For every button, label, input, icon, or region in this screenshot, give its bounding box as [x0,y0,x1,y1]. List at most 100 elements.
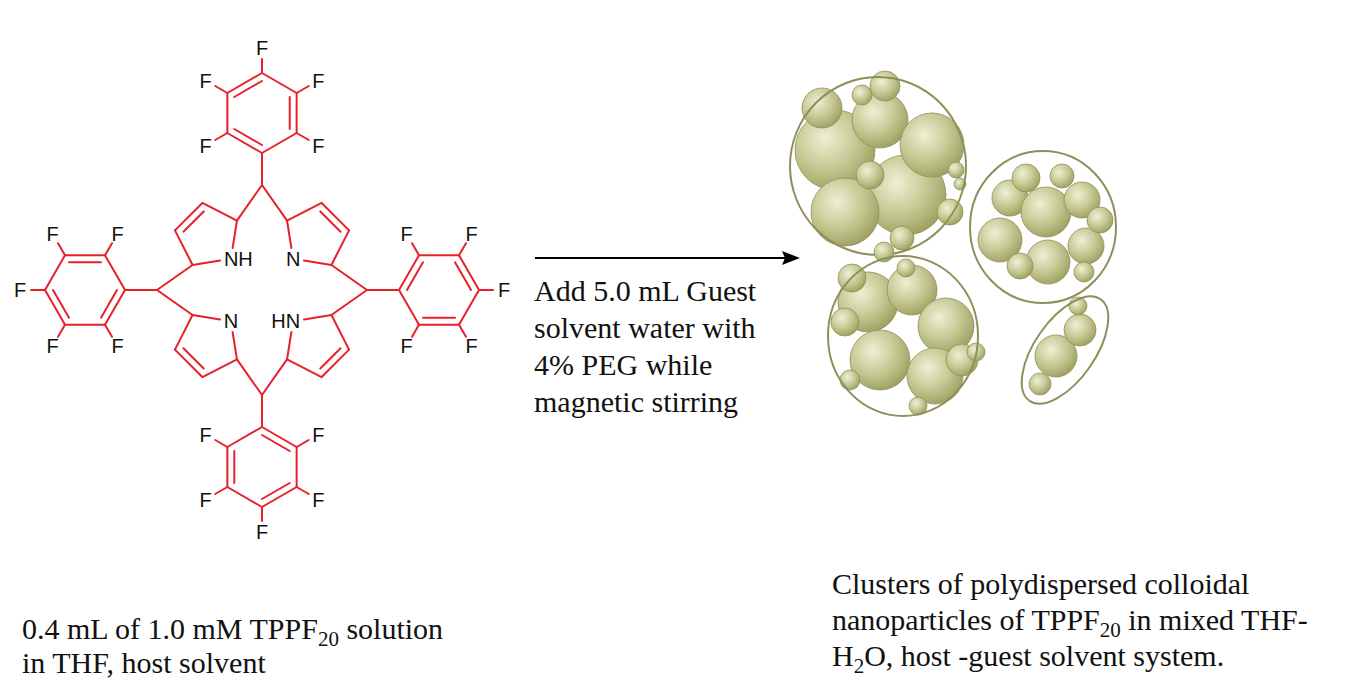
bond [193,315,220,319]
bond [183,211,203,231]
bond [234,81,262,97]
bond [297,440,309,447]
atom-label: F [399,335,413,357]
bond [233,332,237,359]
bond [202,203,237,221]
nanoparticle [1029,373,1051,395]
atom-label: F [311,424,325,446]
bond [105,255,125,290]
nanoparticle-clusters [790,71,1125,418]
bond [227,487,262,507]
cluster-outline [1005,282,1125,418]
nanoparticle [856,161,884,189]
bond [287,332,291,359]
bond [459,243,466,255]
bond [262,435,290,451]
bond [455,262,471,290]
bond [58,325,65,337]
bond [233,451,235,483]
bond [202,359,237,377]
bond [412,325,419,337]
bond [157,290,193,315]
bond [237,359,262,395]
nanoparticle [1007,253,1033,279]
atom-label: N [285,248,301,270]
bond [297,86,309,93]
bond [297,487,309,494]
bond [261,59,263,73]
bond [58,243,65,255]
reaction-arrow-head [782,251,800,265]
nanoparticle [1050,164,1074,188]
bond [304,261,331,265]
bond [331,315,349,350]
atom-label: NH [223,248,254,270]
bond [320,211,340,231]
nanoparticle [1021,187,1071,237]
nanoparticle [1068,228,1104,264]
bond [287,359,322,377]
bond [31,289,45,291]
bond [459,290,479,325]
atom-label: F [110,335,124,357]
atom-label: F [45,335,59,357]
bond [296,93,298,133]
atom-label: F [464,223,478,245]
bond [367,289,399,291]
nanoparticle [1074,262,1094,282]
bond [215,487,227,494]
bond [65,324,105,326]
bond [423,317,455,319]
bond [289,97,291,129]
atom-label: F [464,335,478,357]
atom-label: F [399,223,413,245]
nanoparticle [890,226,914,250]
bond [53,290,69,318]
nanoparticle [802,88,842,128]
bond [287,203,322,221]
nanoparticle [840,370,860,390]
bond [237,185,262,221]
reaction-condition: Add 5.0 mL Guest solvent water with 4% P… [534,272,784,420]
atom-label: F [199,424,213,446]
atom-label: F [255,37,269,59]
bond [175,315,193,350]
bond [234,129,262,145]
bond [215,440,227,447]
starting-material-caption: 0.4 mL of 1.0 mM TPPF20 solution in THF,… [22,612,467,680]
nanoparticle [852,85,872,105]
bond [304,315,331,319]
bond [45,255,65,290]
bond [407,262,423,290]
atom-label: F [199,135,213,157]
bond [296,447,298,487]
bond [479,289,493,291]
bond [157,265,193,290]
bond [262,73,297,93]
atom-label: N [223,310,239,332]
atom-label: F [110,223,124,245]
cluster-outline [828,256,978,416]
atom-label: F [311,70,325,92]
bond [215,86,227,93]
bond [297,133,309,140]
nanoparticle [1012,164,1040,192]
bond [287,221,291,248]
reaction-arrow-shaft [535,257,786,259]
atom-label: F [199,70,213,92]
nanoparticle [948,162,964,178]
bond [320,348,340,368]
bond [262,359,287,395]
bond [331,230,349,265]
atom-label: F [311,135,325,157]
bond [412,243,419,255]
product-caption: Clusters of polydispersed colloidal nano… [832,566,1332,674]
bond [419,254,459,256]
bond [419,324,459,326]
bond [226,93,228,133]
atom-label: F [255,521,269,543]
bond [261,507,263,521]
bond [459,325,466,337]
atom-label: F [497,279,511,301]
bond [69,261,101,263]
